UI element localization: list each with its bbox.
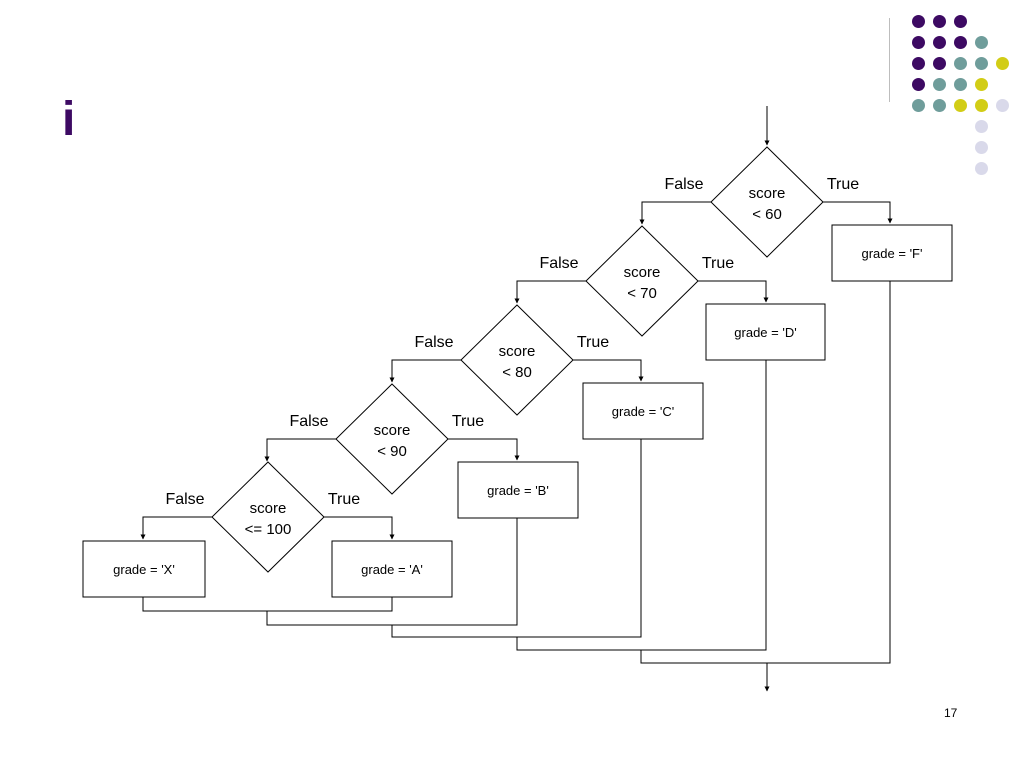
decision-d80: score < 80 False True [414,304,609,416]
decision-d100: score <= 100 False True [165,461,360,573]
decorative-dot [954,36,967,49]
decorative-dot [933,15,946,28]
decision-d90: score < 90 False True [289,383,484,495]
process-pX: grade = 'X' [82,540,206,598]
process-pB: grade = 'B' [457,461,579,519]
decision-d60: score < 60 False True [664,146,859,258]
decorative-dot [975,141,988,154]
decision-diamond [710,146,824,258]
connector-line [640,281,891,664]
decorative-dot [912,99,925,112]
false-label: False [414,334,453,351]
page-number: 17 [944,706,958,720]
decorative-dot [975,78,988,91]
true-label: True [702,255,734,272]
decorative-dot [975,57,988,70]
process-pA: grade = 'A' [331,540,453,598]
decorative-dot [975,120,988,133]
process-label: grade = 'D' [734,325,796,340]
decision-diamond [335,383,449,495]
true-label: True [827,176,859,193]
decorative-dot [975,162,988,175]
process-label: grade = 'C' [612,404,674,419]
slide-title: i [62,93,76,146]
connector-line [514,280,586,304]
process-label: grade = 'A' [361,562,423,577]
decorative-divider [889,18,890,102]
connectors [140,106,893,692]
decision-text-line2: < 60 [752,206,782,223]
decision-text-line2: <= 100 [245,521,292,538]
decision-text-line1: score [749,185,786,202]
decorative-dot [954,15,967,28]
false-label: False [664,176,703,193]
decision-text-line2: < 90 [377,443,407,460]
connector-line [142,597,393,612]
decorative-dot [954,78,967,91]
decorative-dot [954,99,967,112]
connector-line [639,201,711,225]
process-box [831,224,953,282]
decorative-dot [933,36,946,49]
false-label: False [539,255,578,272]
process-box [582,382,704,440]
decorative-dot [933,57,946,70]
decorative-dot [975,99,988,112]
false-label: False [289,413,328,430]
decorative-dot [996,99,1009,112]
process-box [457,461,579,519]
decorative-dot [954,57,967,70]
true-label: True [328,491,360,508]
connector-line [389,359,461,383]
decorative-dot [912,15,925,28]
process-pD: grade = 'D' [705,303,826,361]
decorative-dot [912,57,925,70]
connector-line [448,438,520,461]
decision-text-line1: score [499,343,536,360]
decision-text-line1: score [250,500,287,517]
decision-text-line2: < 70 [627,285,657,302]
process-pF: grade = 'F' [831,224,953,282]
decision-d70: score < 70 False True [539,225,734,337]
true-label: True [577,334,609,351]
process-label: grade = 'F' [862,246,923,261]
process-label: grade = 'X' [113,562,175,577]
decorative-dot [912,36,925,49]
connector-line [823,201,893,224]
process-box [331,540,453,598]
decision-text-line1: score [624,264,661,281]
false-label: False [165,491,204,508]
connector-line [140,516,212,540]
decision-diamond [211,461,325,573]
decorative-dot [996,57,1009,70]
decorative-dot [933,78,946,91]
connector-line [324,516,395,540]
connector-line [698,280,769,303]
process-box [705,303,826,361]
decorative-dot [975,36,988,49]
decorative-dot [933,99,946,112]
connector-line [573,359,644,382]
decorative-dot [912,78,925,91]
process-label: grade = 'B' [487,483,549,498]
decision-diamond [585,225,699,337]
connector-line [264,438,336,462]
true-label: True [452,413,484,430]
process-pC: grade = 'C' [582,382,704,440]
decision-text-line1: score [374,422,411,439]
decision-diamond [460,304,574,416]
process-box [82,540,206,598]
decision-text-line2: < 80 [502,364,532,381]
